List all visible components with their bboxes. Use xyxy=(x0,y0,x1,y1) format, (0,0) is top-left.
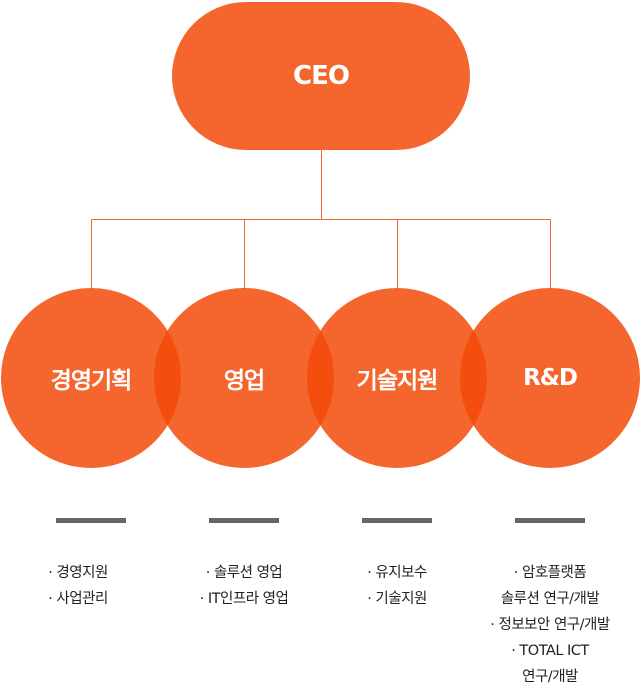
dept-circle-planning xyxy=(1,288,181,468)
list-item: 솔루션 연구/개발 xyxy=(500,591,600,607)
list-item: · 정보보안 연구/개발 xyxy=(490,617,610,633)
divider-bar xyxy=(515,518,585,523)
list-item: · 사업관리 xyxy=(48,591,108,607)
list-item: · 솔루션 영업 xyxy=(205,565,283,581)
list-item: 연구/개발 xyxy=(522,669,578,685)
dept-circle-rnd xyxy=(460,288,640,468)
dept-items-rnd: · 암호플랫폼 솔루션 연구/개발 · 정보보안 연구/개발 · TOTAL I… xyxy=(465,560,635,690)
connector-lines xyxy=(91,150,551,290)
list-item: · 암호플랫폼 xyxy=(513,565,587,581)
dept-label-sales: 영업 xyxy=(223,368,265,394)
dept-items-sales: · 솔루션 영업 · IT인프라 영업 xyxy=(159,560,329,612)
dept-items-tech-support: · 유지보수 · 기술지원 xyxy=(312,560,482,612)
divider-bar xyxy=(362,518,432,523)
list-item: · 기술지원 xyxy=(367,591,427,607)
list-item: · TOTAL ICT xyxy=(511,643,589,659)
list-item: · 경영지원 xyxy=(48,565,108,581)
dept-label-planning: 경영기획 xyxy=(50,368,133,394)
dept-label-rnd: R&D xyxy=(523,365,578,391)
divider-bar xyxy=(209,518,279,523)
dept-circle-tech-support xyxy=(307,288,487,468)
list-item: · IT인프라 영업 xyxy=(199,591,289,607)
list-item: · 유지보수 xyxy=(367,565,427,581)
divider-bar xyxy=(56,518,126,523)
dept-circle-sales xyxy=(154,288,334,468)
ceo-label: CEO xyxy=(293,61,350,91)
dept-items-planning: · 경영지원 · 사업관리 xyxy=(0,560,163,612)
ceo-node xyxy=(172,2,470,150)
dept-label-tech-support: 기술지원 xyxy=(356,368,439,394)
